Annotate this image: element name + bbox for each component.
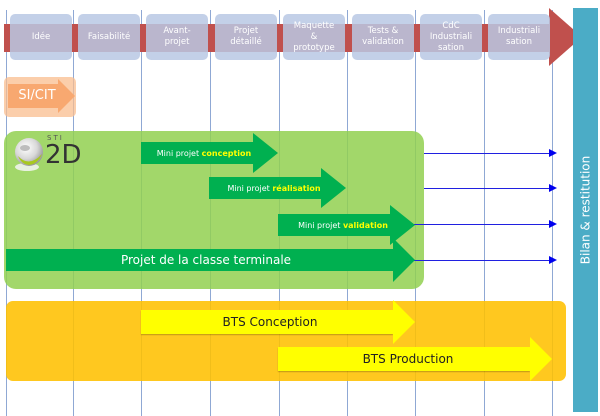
- arrow-label: BTS Production: [362, 352, 454, 366]
- arrow-label-highlight: validation: [342, 220, 388, 230]
- connector-arrow-icon: [549, 256, 557, 264]
- connector-arrow-icon: [549, 184, 557, 192]
- arrow-label: BTS Conception: [222, 315, 318, 329]
- bilan-restitution: Bilan & restitution: [573, 8, 598, 412]
- logo-sti-text: STI: [47, 134, 64, 142]
- arrow-mini-projet-conception: Mini projet conception: [141, 133, 278, 173]
- connector-line: [424, 188, 550, 189]
- arrow-label-highlight: réalisation: [272, 183, 321, 193]
- connector-line: [414, 224, 550, 225]
- arrow-mini-projet-realisation: Mini projet réalisation: [209, 168, 346, 208]
- arrow-label-prefix: Mini projet: [227, 183, 270, 193]
- connector-arrow-icon: [549, 220, 557, 228]
- phase-label: Avant- projet: [163, 26, 191, 47]
- phase-cdc-industrialisation: CdC Industriali sation: [420, 14, 482, 60]
- arrow-label-prefix: Mini projet: [156, 148, 200, 158]
- arrow-bts-conception: BTS Conception: [141, 300, 415, 344]
- phase-label: Idée: [31, 31, 51, 42]
- phase-label: CdC Industriali sation: [429, 20, 473, 53]
- phase-label: Industriali sation: [497, 26, 541, 47]
- connector-arrow-icon: [549, 149, 557, 157]
- phase-label: Tests & validation: [362, 26, 404, 47]
- grid-line: [484, 10, 485, 416]
- sti2d-logo: STI 2D: [12, 134, 100, 174]
- arrow-projet-classe-terminale: Projet de la classe terminale: [6, 238, 415, 282]
- connector-line: [424, 153, 550, 154]
- phase-industrialisation: Industriali sation: [488, 14, 550, 60]
- phase-tests-validation: Tests & validation: [352, 14, 414, 60]
- connector-line: [414, 260, 550, 261]
- phase-idee: Idée: [10, 14, 72, 60]
- arrow-mini-projet-validation: Mini projet validation: [278, 205, 415, 245]
- sicit-arrow-body: [8, 84, 58, 108]
- logo-2d-text: 2D: [45, 140, 82, 170]
- sicit-label: SI/CIT: [18, 88, 56, 103]
- arrow-label-highlight: conception: [201, 148, 252, 158]
- sphere-logo-icon: [15, 138, 43, 171]
- arrow-label: Projet de la classe terminale: [120, 253, 292, 267]
- phase-avant-projet: Avant- projet: [146, 14, 208, 60]
- phase-maquette-prototype: Maquette & prototype: [283, 14, 345, 60]
- sicit-arrow-head: [58, 79, 75, 113]
- arrow-label-prefix: Mini projet: [298, 220, 341, 230]
- bilan-restitution-bar: [573, 8, 598, 412]
- phase-label: Projet détaillé: [230, 26, 262, 47]
- phase-label: Maquette & prototype: [293, 20, 335, 53]
- phase-faisabilite: Faisabilité: [78, 14, 140, 60]
- phase-projet-detaille: Projet détaillé: [215, 14, 277, 60]
- grid-line: [552, 10, 553, 416]
- phase-label: Faisabilité: [87, 31, 131, 42]
- arrow-bts-production: BTS Production: [278, 337, 552, 381]
- bilan-label: Bilan & restitution: [578, 155, 593, 265]
